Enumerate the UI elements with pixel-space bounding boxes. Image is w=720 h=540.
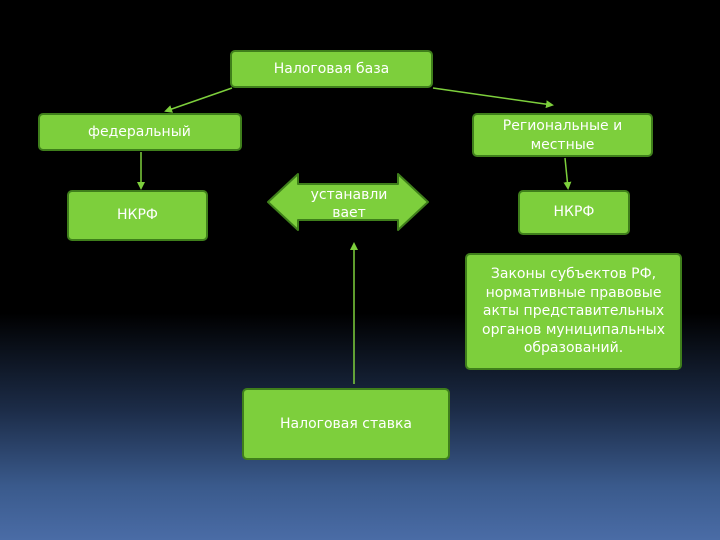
laws-label: Законы субъектов РФ, нормативные правовы… <box>482 266 665 357</box>
tax-rate-label: Налоговая ставка <box>280 415 412 432</box>
arrow-base-to-regional <box>432 87 554 109</box>
regional-local-box: Региональные и местные <box>472 113 653 157</box>
regional-local-label: Региональные и местные <box>502 118 623 153</box>
nkrf-regional-label: НКРФ <box>553 204 595 220</box>
federal-box: федеральный <box>38 113 242 151</box>
double-arrow-shape <box>267 173 429 231</box>
nkrf-federal-box: НКРФ <box>67 190 208 241</box>
nkrf-federal-label: НКРФ <box>117 207 158 223</box>
arrow-base-to-federal <box>164 87 233 113</box>
nkrf-regional-box: НКРФ <box>518 190 630 235</box>
tax-rate-box: Налоговая ставка <box>242 388 450 460</box>
establishes-arrow: устанавли вает <box>300 180 398 228</box>
establishes-label: устанавли вает <box>310 187 388 221</box>
federal-label: федеральный <box>88 123 191 140</box>
tax-base-box: Налоговая база <box>230 50 433 88</box>
arrow-regional-to-nkrf <box>563 157 572 190</box>
laws-box: Законы субъектов РФ, нормативные правовы… <box>465 253 682 370</box>
tax-base-label: Налоговая база <box>273 60 390 77</box>
